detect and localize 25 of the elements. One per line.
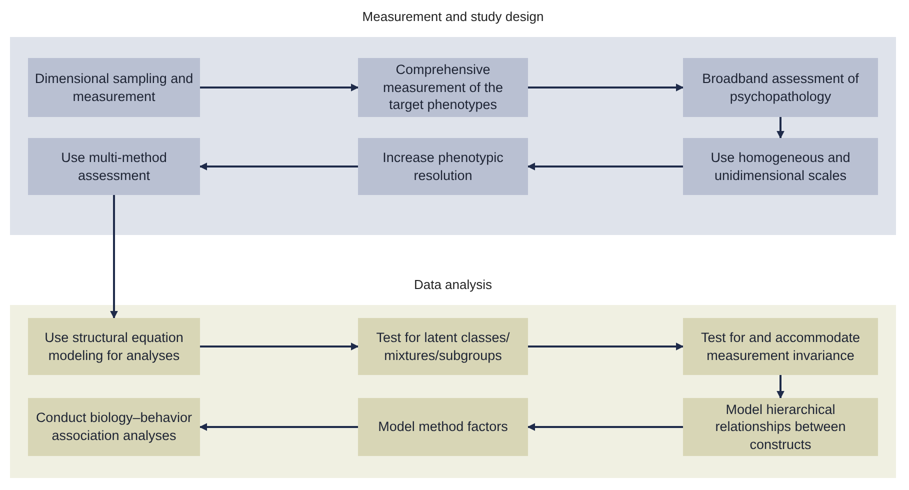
arrow — [528, 342, 684, 350]
section-heading: Data analysis — [412, 277, 494, 292]
arrow — [200, 342, 359, 350]
process-box: Increase phenotypic resolution — [358, 138, 528, 195]
process-box: Use multi-method assessment — [28, 138, 200, 195]
process-box: Model method factors — [358, 398, 528, 456]
process-box: Conduct biology–behavior association analyses — [28, 398, 200, 456]
arrow — [527, 162, 683, 170]
arrow — [199, 423, 358, 431]
process-box: Comprehensive measurement of the target phenotypes — [358, 58, 528, 117]
process-box: Use homogeneous and unidimensional scales — [683, 138, 878, 195]
process-box: Test for and accommodate measurement invariance — [683, 318, 878, 375]
process-box: Use structural equation modeling for analyses — [28, 318, 200, 375]
arrow — [200, 84, 359, 92]
arrow — [527, 423, 683, 431]
arrow — [776, 117, 784, 139]
arrow — [199, 162, 358, 170]
arrow — [110, 195, 118, 319]
process-box: Test for latent classes/ mixtures/subgroups — [358, 318, 528, 375]
process-box: Model hierarchical relationships between constructs — [683, 398, 878, 456]
process-box: Broadband assessment of psychopathology — [683, 58, 878, 117]
arrow — [776, 375, 784, 399]
process-box: Dimensional sampling and measurement — [28, 58, 200, 117]
section-heading: Measurement and study design — [361, 9, 545, 24]
arrow — [528, 84, 684, 92]
